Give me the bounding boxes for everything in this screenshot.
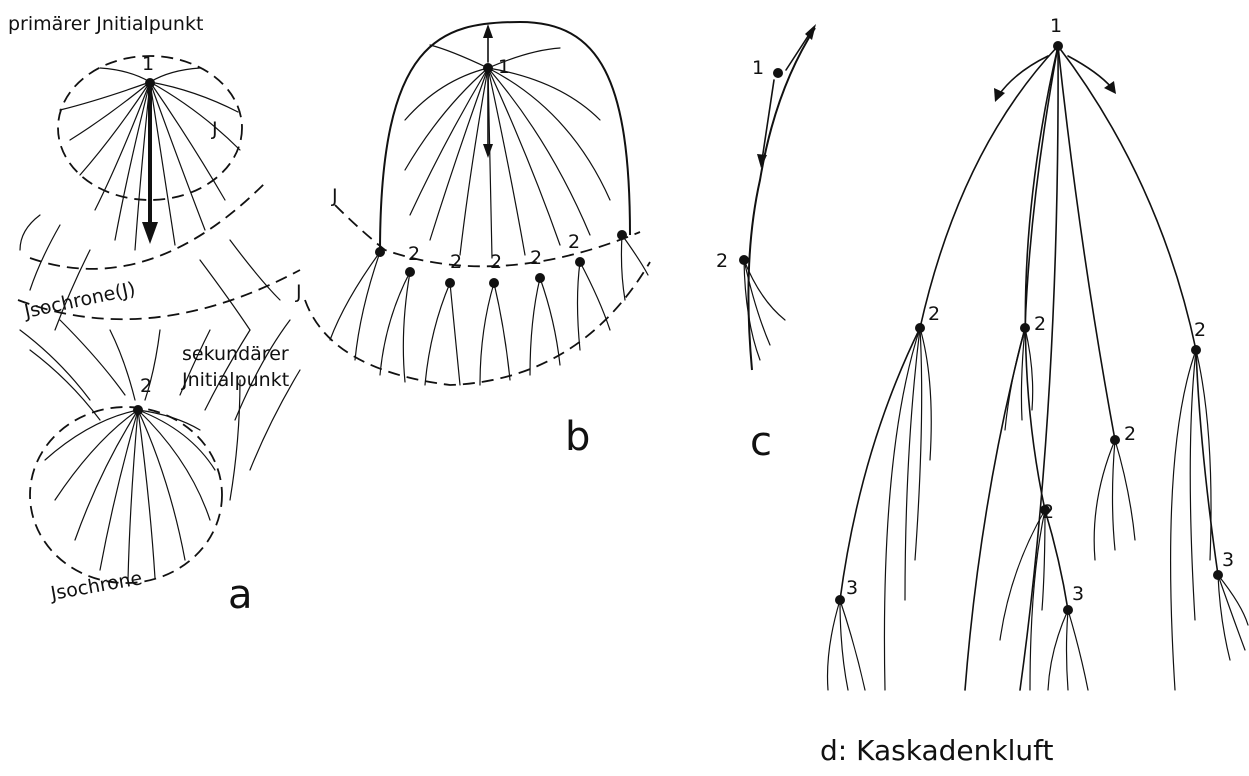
secondary-point (375, 247, 385, 257)
point-2-label: 2 (716, 250, 728, 272)
secondary-point (405, 267, 415, 277)
secondary-point (915, 323, 925, 333)
point-2-label: 2 (568, 231, 580, 253)
point-1-label: 1 (752, 57, 764, 79)
secondary-point (617, 230, 627, 240)
point-2-label: 2 (1034, 313, 1046, 335)
arrow-left (998, 56, 1048, 96)
arrow-down (762, 80, 774, 160)
point-1-label: 1 (142, 53, 154, 75)
point-2-label: 2 (450, 251, 462, 273)
secondary-point (575, 257, 585, 267)
initial-point-1 (773, 68, 783, 78)
panel-c: 1 2 c (716, 24, 816, 465)
initial-point-2 (133, 405, 143, 415)
plumose-lines-a2 (45, 410, 215, 580)
point-2-label: 2 (140, 375, 152, 397)
point-2-label: 2 (1042, 501, 1054, 523)
point-3-label: 3 (1222, 549, 1234, 571)
point-3-label: 3 (1072, 583, 1084, 605)
j-lower-label: J (295, 281, 302, 303)
isochrone-lower (305, 262, 650, 385)
plumose-lines-b2 (330, 235, 648, 385)
point-2-label: 2 (1124, 423, 1136, 445)
point-2-label: 2 (1194, 319, 1206, 341)
secondary-point (489, 278, 499, 288)
secondary-point (1110, 435, 1120, 445)
secondary-point (1020, 323, 1030, 333)
point-2-label: 2 (408, 243, 420, 265)
primary-initial-point-label: primärer Jnitialpunkt (8, 13, 203, 35)
point-2-label: 2 (490, 251, 502, 273)
initial-point-1 (483, 63, 493, 73)
arrow-head-icon (142, 222, 158, 244)
initial-point-1 (145, 78, 155, 88)
arrow-right-icon (1104, 81, 1116, 94)
panel-b: 1 2 2 2 2 2 J J b (295, 22, 650, 460)
panel-a-letter: a (228, 572, 253, 618)
main-branches (840, 46, 1218, 690)
plumose-lines-a1 (20, 68, 300, 500)
plumes-d (828, 328, 1249, 690)
panel-d-caption: d: Kaskadenkluft (820, 734, 1053, 767)
tertiary-point (1213, 570, 1223, 580)
point-2-label: 2 (530, 247, 542, 269)
point-2-label: 2 (928, 303, 940, 325)
secondary-point (445, 278, 455, 288)
secondary-point (739, 255, 749, 265)
arrow-right (1068, 56, 1112, 88)
panel-d: 1 2 2 2 2 2 3 3 3 d: Kaskadenkluft (820, 15, 1248, 767)
point-3-label: 3 (846, 577, 858, 599)
isochrone-bottom-label: Jsochrone (48, 567, 144, 605)
tertiary-point (835, 595, 845, 605)
j-label: J (211, 118, 218, 140)
tertiary-point (1063, 605, 1073, 615)
arrow-up-icon (483, 24, 493, 38)
initial-point-1 (1053, 41, 1063, 51)
point-1-label: 1 (1050, 15, 1062, 37)
secondary-label-line1: sekundärer (182, 343, 289, 365)
secondary-label-line2: Jnitialpunkt (181, 369, 289, 391)
panel-c-letter: c (750, 419, 772, 465)
secondary-point (1191, 345, 1201, 355)
point-1-label: 1 (498, 56, 510, 78)
panel-b-letter: b (565, 414, 590, 460)
secondary-point (535, 273, 545, 283)
panel-a: primärer Jnitialpunkt (8, 13, 300, 618)
fracture-trace (748, 28, 815, 370)
arrow-down-icon (483, 144, 493, 158)
j-upper-label: J (331, 185, 338, 207)
